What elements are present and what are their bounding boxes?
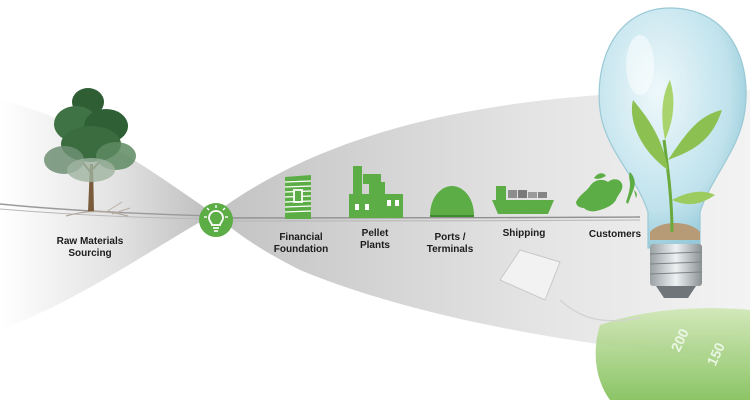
stage-label-line: Sourcing — [68, 248, 112, 259]
stage-label-line: Pellet — [361, 228, 389, 239]
tree-icon — [44, 88, 136, 217]
cargo-ship-icon — [492, 186, 554, 214]
stage-label-ports: Ports / Terminals — [418, 232, 482, 256]
europe-japan-map-icon — [576, 172, 637, 212]
dome-icon — [430, 186, 474, 217]
stage-label-pellet-plants: Pellet Plants — [350, 228, 400, 252]
stage-label-line: Ports / — [434, 232, 466, 243]
stage-label-line: Shipping — [502, 228, 546, 239]
beaker-illustration — [499, 249, 750, 400]
stage-label-line: Financial — [279, 232, 323, 243]
stage-label-customers: Customers — [582, 229, 648, 241]
stage-label-line: Customers — [588, 229, 642, 240]
lightbulb-illustration — [598, 7, 747, 298]
stage-label-line: Foundation — [273, 244, 329, 255]
factory-icon — [349, 166, 403, 218]
stage-label-line: Plants — [359, 240, 390, 251]
stage-label-line: Raw Materials — [56, 236, 124, 247]
stage-label-financial: Financial Foundation — [266, 232, 336, 256]
stage-label-line: Terminals — [426, 244, 474, 255]
money-stack-icon — [284, 175, 312, 219]
lightbulb-icon — [199, 203, 233, 237]
stage-label-shipping: Shipping — [494, 228, 554, 240]
stage-label-raw-materials: Raw Materials Sourcing — [45, 236, 135, 260]
